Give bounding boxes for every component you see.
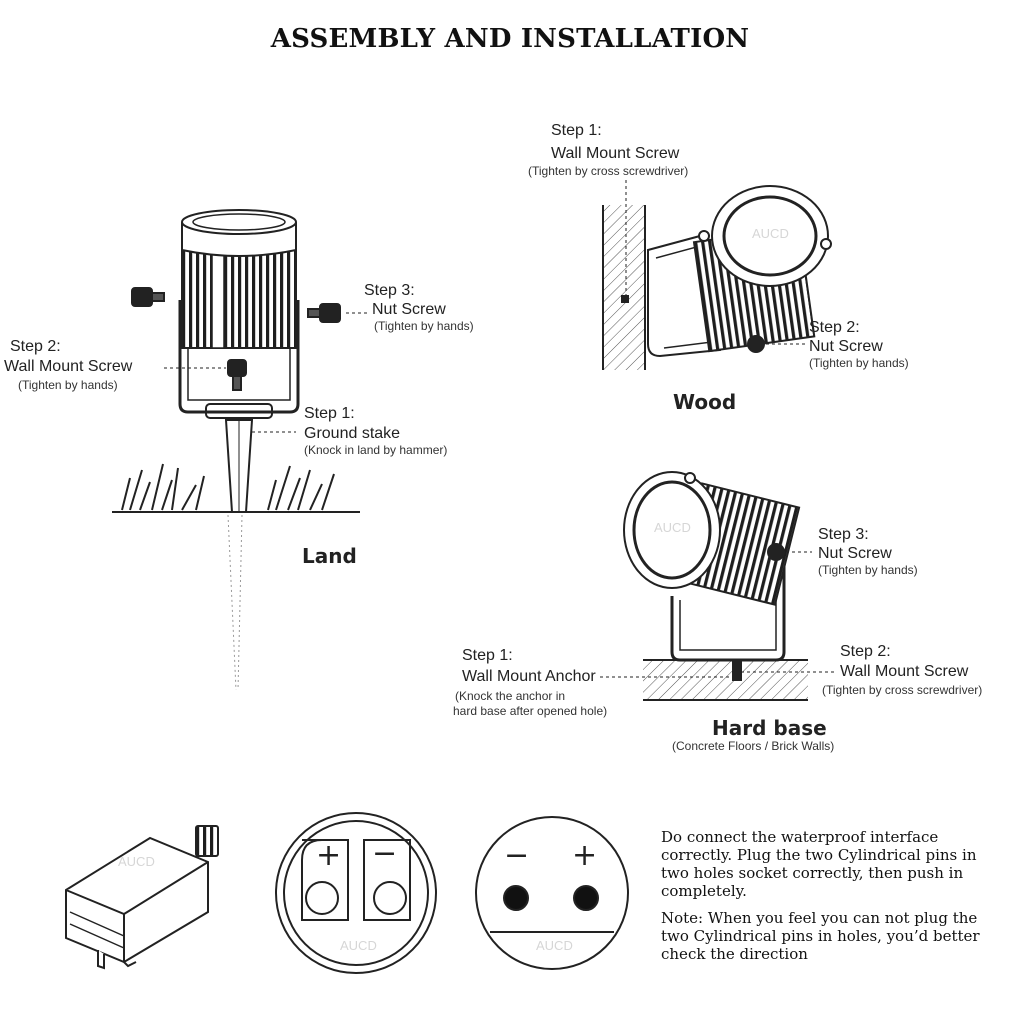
power-adapter: AUCD	[65, 825, 219, 970]
land-step3-note: (Tighten by hands)	[374, 319, 474, 333]
hardbase-step1-name: Wall Mount Anchor	[462, 668, 596, 685]
land-step1-name: Ground stake	[304, 425, 401, 442]
land-step3-step: Step 3:	[364, 282, 415, 299]
hardbase-step2-step: Step 2:	[840, 643, 891, 660]
land-step2-note: (Tighten by hands)	[18, 378, 118, 392]
wood-fixture: AUCD	[602, 180, 832, 370]
instructions-paragraph-2: Note: When you feel you can not plug the…	[661, 909, 980, 963]
hardbase-caption: Hard base	[712, 716, 827, 740]
page-title: ASSEMBLY AND INSTALLATION	[270, 24, 750, 54]
land-step1-note: (Knock in land by hammer)	[304, 443, 448, 457]
plug-minus-symbol: −	[372, 836, 398, 871]
land-fixture	[112, 209, 368, 691]
instructions-paragraph-1: Do connect the waterproof interface corr…	[661, 828, 977, 900]
socket-plus-symbol: +	[572, 838, 598, 873]
hardbase-watermark: AUCD	[654, 520, 691, 535]
socket-face-pins: AUCD	[475, 816, 629, 970]
hardbase-step2-note: (Tighten by cross screwdriver)	[822, 683, 983, 697]
hardbase-step2-name: Wall Mount Screw	[840, 663, 969, 680]
land-step3-name: Nut Screw	[372, 301, 446, 318]
plug-watermark: AUCD	[340, 938, 377, 953]
land-caption: Land	[302, 544, 357, 568]
hardbase-step3-step: Step 3:	[818, 526, 869, 543]
wood-step2-note: (Tighten by hands)	[809, 356, 909, 370]
hardbase-step3-note: (Tighten by hands)	[818, 563, 918, 577]
wood-step1-note: (Tighten by cross screwdriver)	[528, 164, 689, 178]
plug-face-holes: AUCD	[275, 812, 437, 974]
hardbase-step3-name: Nut Screw	[818, 545, 892, 562]
hardbase-step1-step: Step 1:	[462, 647, 513, 664]
socket-watermark: AUCD	[536, 938, 573, 953]
wood-step1-name: Wall Mount Screw	[551, 145, 680, 162]
socket-minus-symbol: −	[504, 838, 530, 873]
wood-caption: Wood	[673, 390, 737, 414]
land-step2-step: Step 2:	[10, 338, 61, 355]
wood-step2-name: Nut Screw	[809, 338, 883, 355]
wood-watermark: AUCD	[752, 226, 789, 241]
hardbase-subcaption: (Concrete Floors / Brick Walls)	[672, 739, 835, 753]
hardbase-step1-note-line2: hard base after opened hole)	[453, 704, 608, 718]
land-step1-step: Step 1:	[304, 405, 355, 422]
hardbase-step1-note-line1: (Knock the anchor in	[455, 689, 566, 703]
adapter-watermark: AUCD	[118, 854, 155, 869]
wood-step2-step: Step 2:	[809, 319, 860, 336]
wood-step1-step: Step 1:	[551, 122, 602, 139]
land-step2-name: Wall Mount Screw	[4, 358, 133, 375]
plug-plus-symbol: +	[316, 838, 342, 873]
hard-base-fixture: AUCD	[600, 471, 836, 701]
